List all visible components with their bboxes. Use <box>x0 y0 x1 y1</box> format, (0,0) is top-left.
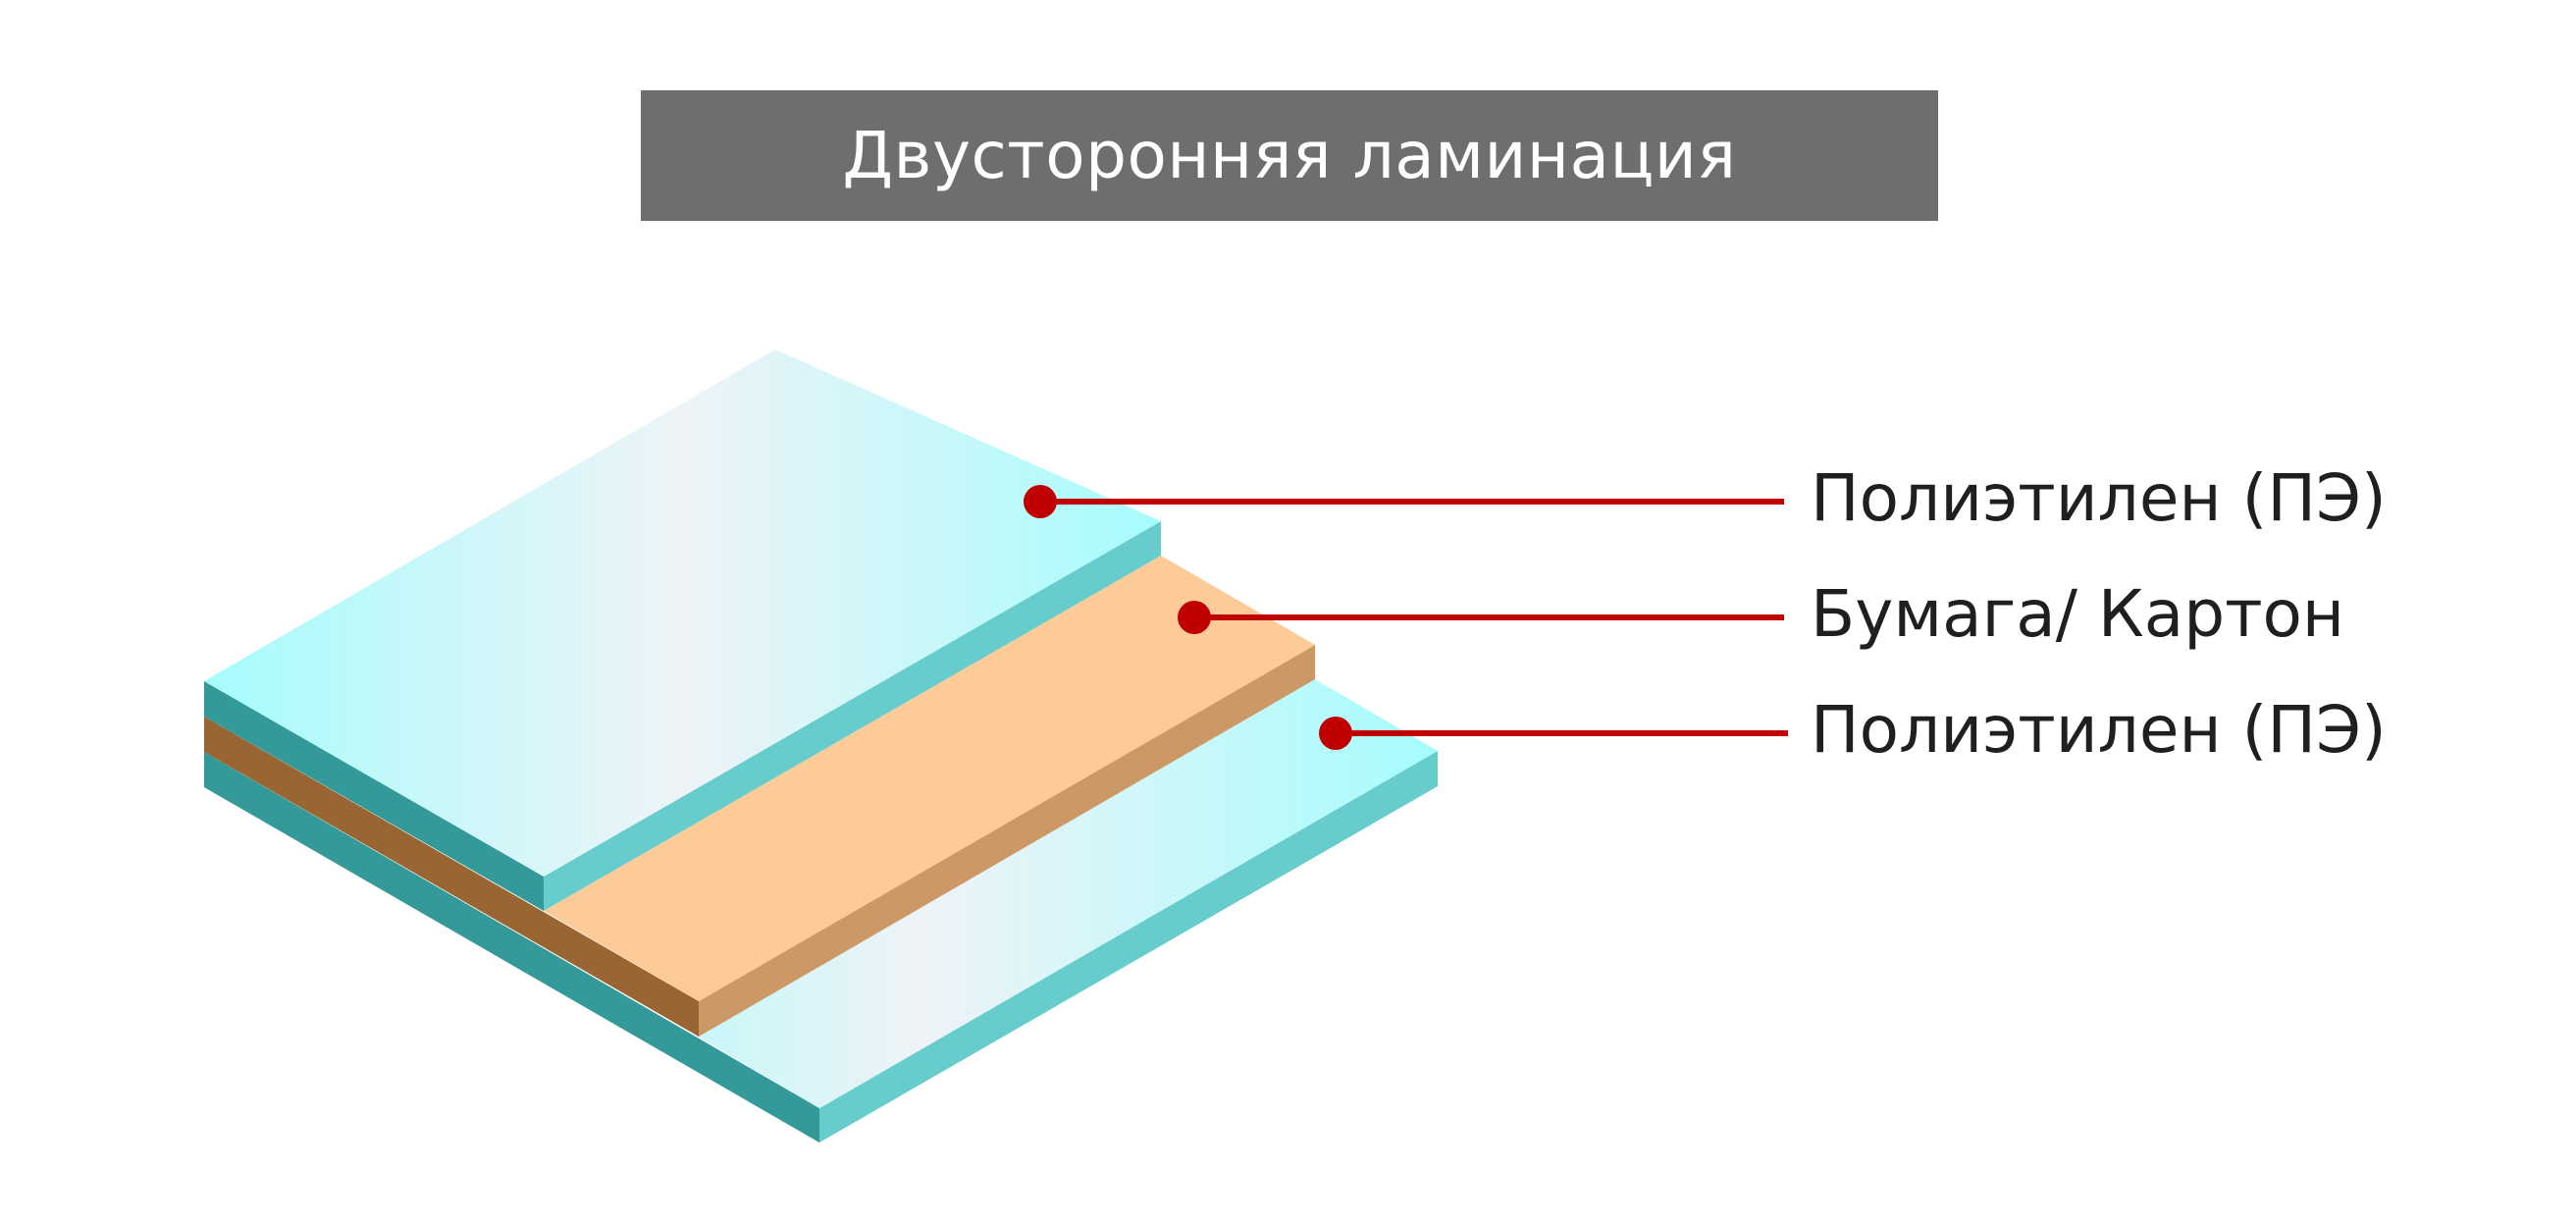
callout-dot <box>1024 485 1057 518</box>
bottom-pe-top-face <box>699 679 1438 1108</box>
paper-left-face <box>204 717 699 1037</box>
label-paper: Бумага/ Картон <box>1811 576 2345 652</box>
label-top-pe: Полиэтилен (ПЭ) <box>1811 460 2387 536</box>
paper-layer <box>204 556 1315 1037</box>
top-pe-left-face <box>204 681 544 911</box>
title-banner: Двусторонняя ламинация <box>641 90 1938 221</box>
callout-dot <box>1319 717 1352 750</box>
paper-top-face <box>544 556 1315 1001</box>
bottom-pe-layer <box>204 679 1438 1143</box>
callout-dot <box>1178 601 1211 634</box>
top-pe-top-face <box>204 349 1161 877</box>
callout-paper <box>1178 601 1784 634</box>
label-bottom-pe: Полиэтилен (ПЭ) <box>1811 692 2387 768</box>
bottom-pe-right-face <box>819 751 1438 1143</box>
top-pe-right-face <box>544 521 1161 911</box>
top-pe-layer <box>204 349 1161 911</box>
paper-right-face <box>699 645 1315 1037</box>
bottom-pe-left-face <box>204 752 819 1143</box>
callout-top-pe <box>1024 485 1784 518</box>
callout-bottom-pe <box>1319 717 1788 750</box>
diagram-title: Двусторонняя ламинация <box>842 118 1737 193</box>
